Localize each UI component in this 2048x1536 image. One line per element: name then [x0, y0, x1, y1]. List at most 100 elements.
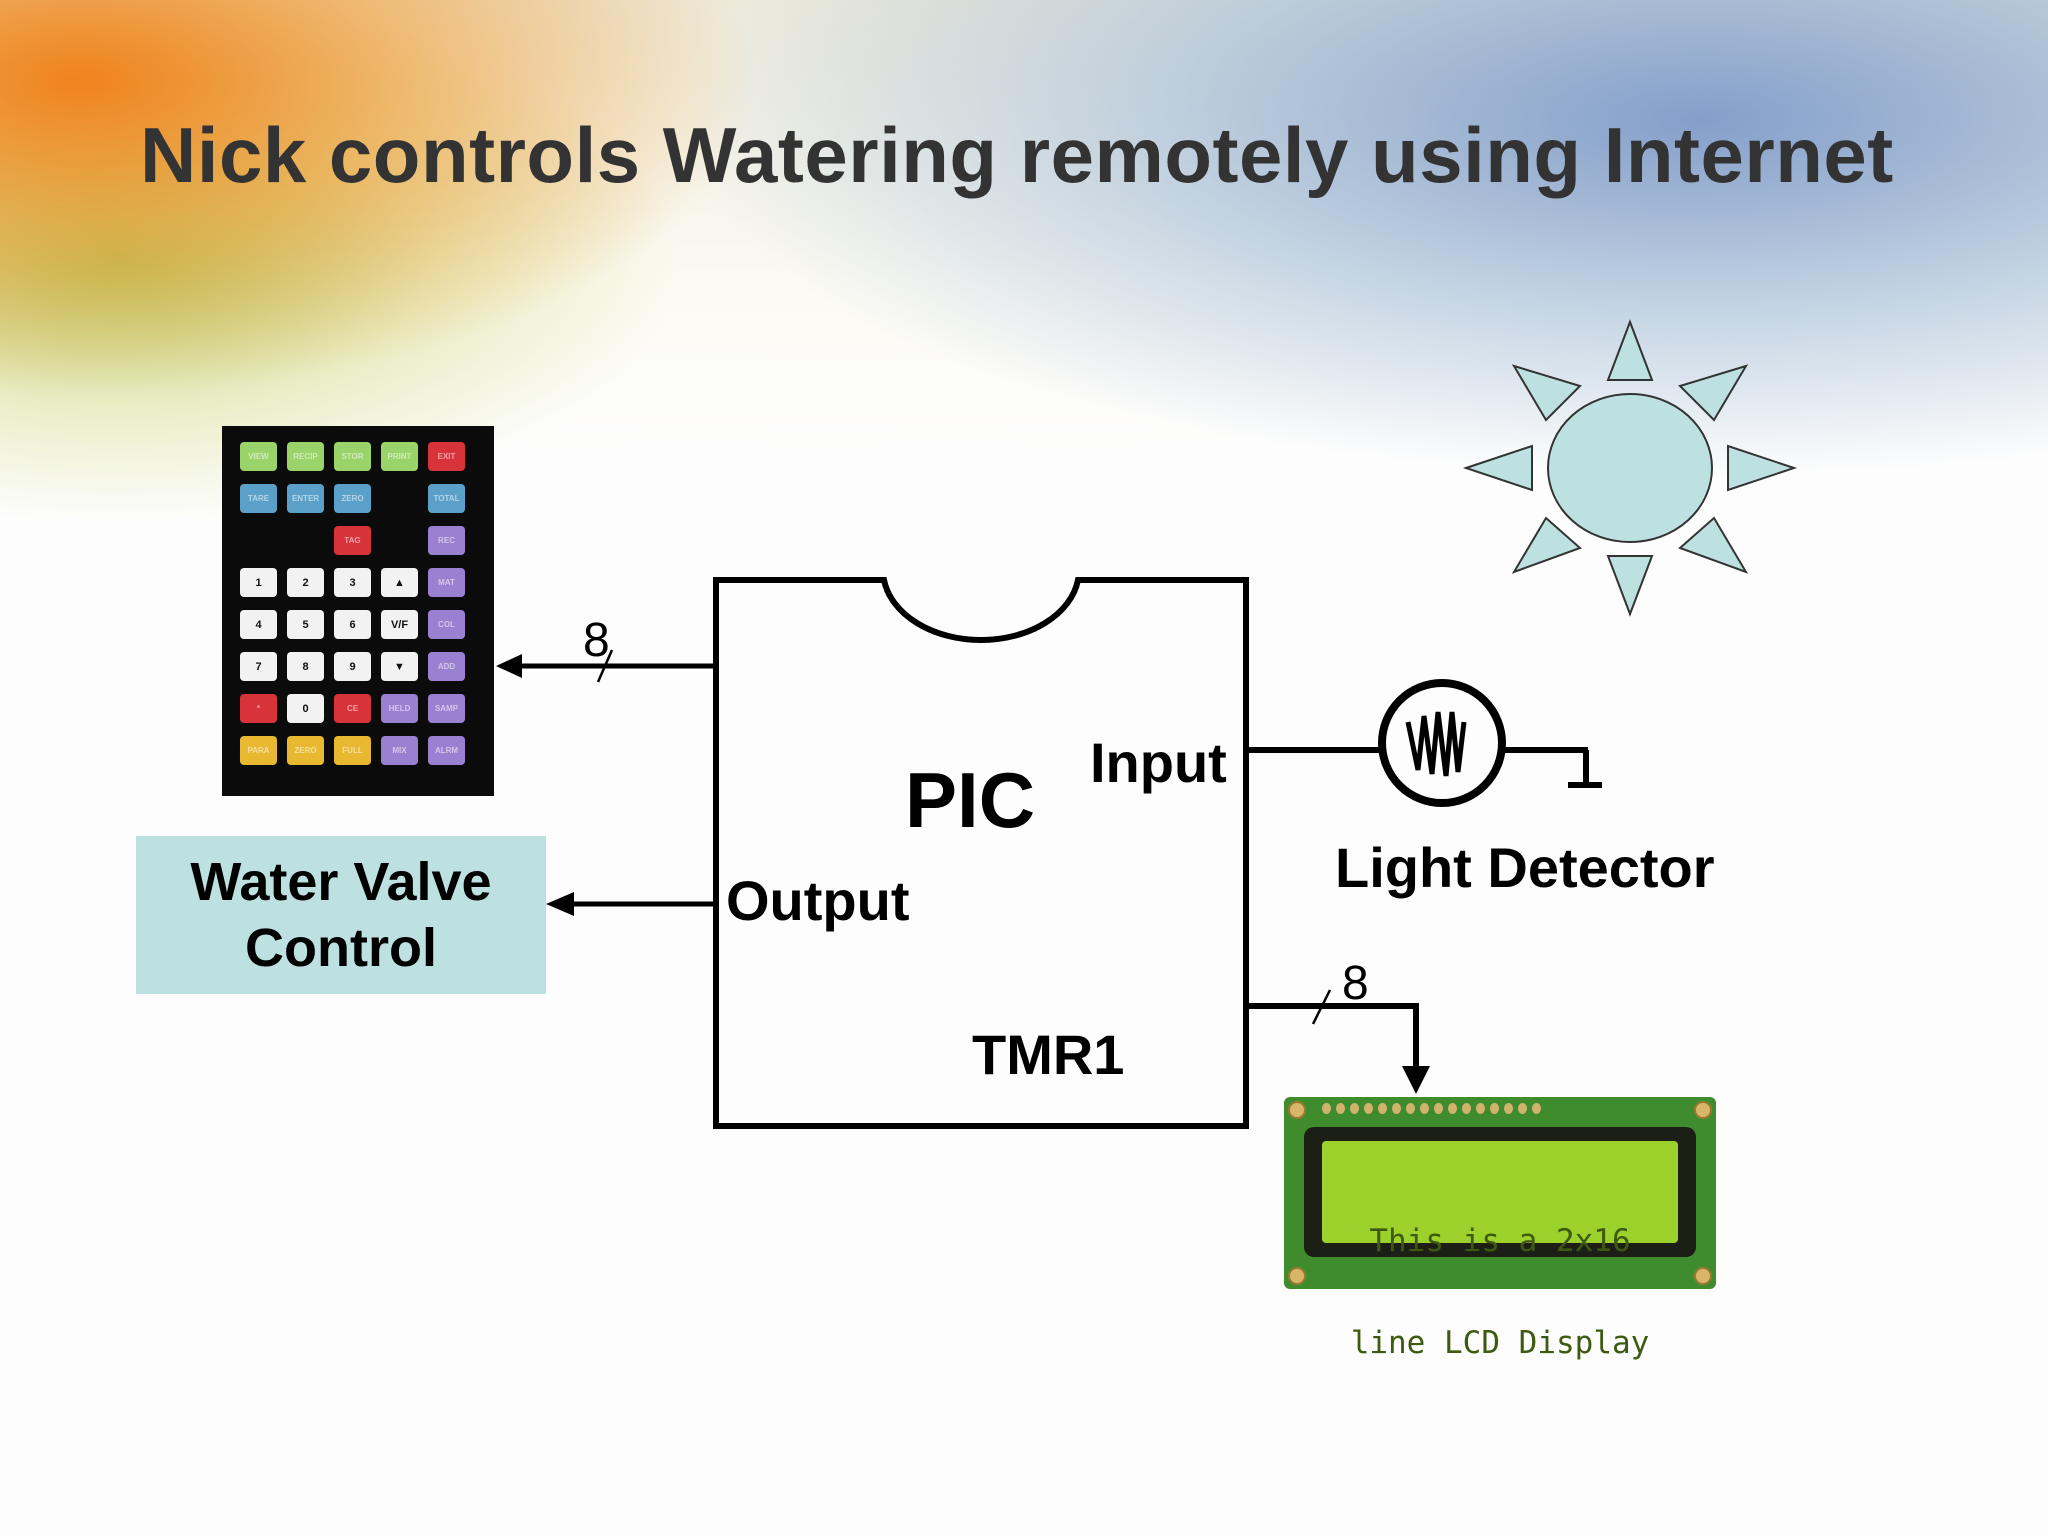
keypad-key-label: 7 [255, 660, 262, 673]
lcd-pin [1462, 1103, 1471, 1114]
lcd-display-image: This is a 2x16 line LCD Display [1284, 1097, 1716, 1360]
keypad-key-label: 5 [302, 618, 309, 631]
keypad-key-label: FULL [342, 746, 363, 755]
keypad-key: ▼ [381, 652, 418, 681]
keypad-key-label: ▼ [394, 660, 405, 673]
keypad-key: ADD [428, 652, 465, 681]
keypad-key: * [240, 694, 277, 723]
keypad-key-label: HELD [388, 704, 411, 713]
pic-chip-outline [713, 577, 1249, 1129]
pic-label: PIC [905, 756, 1036, 844]
keypad-key: VIEW [240, 442, 277, 471]
lcd-pin [1504, 1103, 1513, 1114]
keypad-key: PRINT [381, 442, 418, 471]
keypad-key: 8 [287, 652, 324, 681]
sun-icon [1462, 319, 1798, 617]
keypad-key: ENTER [287, 484, 324, 513]
keypad-key-label: 3 [349, 576, 356, 589]
lcd-pin [1350, 1103, 1359, 1114]
lcd-pin [1336, 1103, 1345, 1114]
keypad-bus-slash [596, 649, 614, 683]
keypad-key-label: 0 [302, 702, 309, 715]
sun-ray-s [1606, 555, 1654, 617]
lcd-pin [1322, 1103, 1331, 1114]
keypad-key: FULL [334, 736, 371, 765]
lcd-mount-hole [1694, 1267, 1712, 1285]
keypad-key-label: 8 [302, 660, 309, 673]
lcd-pin [1378, 1103, 1387, 1114]
keypad-key: ZERO [287, 736, 324, 765]
keypad-key: SAMP [428, 694, 465, 723]
sun-ray-w [1462, 444, 1533, 492]
pic-input-label: Input [1090, 731, 1227, 794]
keypad-key: MAT [428, 568, 465, 597]
keypad-key: 1 [240, 568, 277, 597]
keypad-key: 4 [240, 610, 277, 639]
photoresistor-zigzag [1405, 711, 1467, 777]
sun-ray-n [1606, 319, 1654, 381]
sun-ray-sw [1511, 516, 1582, 574]
keypad-key: COL [428, 610, 465, 639]
lcd-pin [1476, 1103, 1485, 1114]
keypad-key-label: VIEW [248, 452, 269, 461]
keypad-key: 0 [287, 694, 324, 723]
water-valve-box: Water Valve Control [136, 836, 546, 994]
keypad-key-label: 6 [349, 618, 356, 631]
keypad-key-label: SAMP [434, 704, 459, 713]
keypad-key-label: * [256, 704, 261, 713]
keypad-key: REC [428, 526, 465, 555]
keypad-key-label: ALRM [434, 746, 459, 755]
lcd-bus-arrowhead [1402, 1066, 1430, 1094]
keypad-key-label: STOR [341, 452, 364, 461]
lcd-header-pins [1322, 1103, 1562, 1115]
lcd-pin [1490, 1103, 1499, 1114]
water-valve-label: Water Valve Control [190, 852, 492, 978]
keypad-key-label: MIX [392, 746, 407, 755]
keypad-key-label: TOTAL [433, 494, 460, 503]
sun-disc [1547, 393, 1713, 543]
keypad-key-label: MAT [438, 578, 455, 587]
keypad-key-label: 4 [255, 618, 262, 631]
keypad-key: EXIT [428, 442, 465, 471]
keypad-key-label: ▲ [394, 576, 405, 589]
pic-timer-label: TMR1 [972, 1023, 1125, 1086]
keypad-key-label: PRINT [387, 452, 412, 461]
keypad-key-label: ADD [437, 662, 456, 671]
keypad-key-label: REC [438, 536, 455, 545]
lcd-pin [1392, 1103, 1401, 1114]
lcd-pin [1406, 1103, 1415, 1114]
keypad-key: STOR [334, 442, 371, 471]
keypad-key: TAG [334, 526, 371, 555]
keypad-key-label: 1 [255, 576, 262, 589]
lcd-bezel: This is a 2x16 line LCD Display [1304, 1127, 1696, 1360]
keypad-key-label: 9 [349, 660, 356, 673]
keypad-key-label: TARE [247, 494, 270, 503]
lcd-bus-line [1246, 1003, 1419, 1072]
keypad-key: RECIP [287, 442, 324, 471]
lcd-mount-hole [1288, 1267, 1306, 1285]
keypad-key-label: EXIT [437, 452, 456, 461]
keypad-key: MIX [381, 736, 418, 765]
keypad-key: 2 [287, 568, 324, 597]
keypad-key-label: TAG [344, 536, 361, 545]
pic-output-label: Output [726, 869, 910, 932]
slide-title: Nick controls Watering remotely using In… [140, 111, 1894, 199]
keypad-key: TARE [240, 484, 277, 513]
lcd-line-1: This is a 2x16 [1369, 1223, 1631, 1259]
keypad-key-label: V/F [390, 618, 409, 631]
sun-ray-nw [1511, 364, 1582, 422]
keypad-key-label: 2 [302, 576, 309, 589]
keypad-key: 7 [240, 652, 277, 681]
keypad-key-label: ZERO [294, 746, 317, 755]
lcd-line-2: line LCD Display [1350, 1325, 1650, 1361]
keypad-key: 6 [334, 610, 371, 639]
keypad-key: TOTAL [428, 484, 465, 513]
lcd-mount-hole [1694, 1101, 1712, 1119]
sun-ray-se [1678, 516, 1749, 574]
keypad-key-label: RECIP [293, 452, 318, 461]
lcd-bus-width: 8 [1342, 957, 1369, 1010]
keypad-key: ALRM [428, 736, 465, 765]
sun-ray-e [1727, 444, 1798, 492]
keypad-key: V/F [381, 610, 418, 639]
